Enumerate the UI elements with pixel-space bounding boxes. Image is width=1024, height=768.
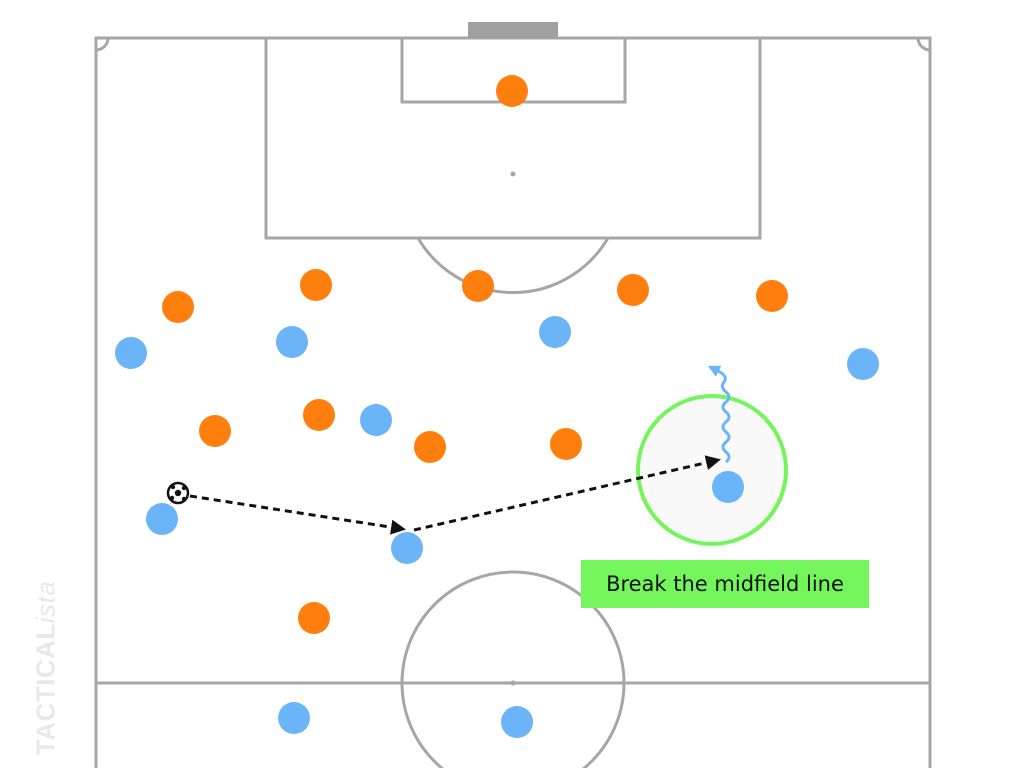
brand-watermark: TACTICALista — [31, 581, 62, 756]
blue-player-receiver — [391, 532, 423, 564]
brand-watermark-bold: TACTICAL — [30, 623, 61, 756]
blue-player — [539, 316, 571, 348]
blue-player-ball-carrier — [146, 503, 178, 535]
goal — [468, 22, 558, 38]
dashed-arrow-icon — [189, 494, 406, 535]
blue-player — [278, 702, 310, 734]
penalty-arc — [416, 237, 610, 294]
team-blue — [115, 316, 879, 738]
team-orange — [162, 75, 788, 634]
orange-player — [162, 291, 194, 323]
penalty-box — [264, 36, 762, 240]
blue-player — [360, 404, 392, 436]
orange-player — [550, 428, 582, 460]
corner-arc-left — [95, 37, 110, 52]
orange-player — [462, 270, 494, 302]
highlight-circle — [636, 394, 788, 546]
annotation-label: Break the midfield line — [606, 572, 844, 596]
corner-arc-right — [916, 37, 931, 52]
brand-watermark-italic: ista — [30, 580, 61, 624]
blue-player-target — [712, 471, 744, 503]
orange-player — [300, 269, 332, 301]
orange-player — [617, 274, 649, 306]
penalty-spot — [510, 171, 516, 177]
center-circle — [400, 570, 626, 768]
pitch-markings — [94, 36, 932, 768]
center-spot — [510, 680, 516, 686]
wavy-arrow-icon — [707, 365, 731, 464]
dashed-arrow-icon — [413, 455, 721, 532]
blue-player — [847, 348, 879, 380]
annotation-box-bg — [581, 560, 869, 608]
blue-player — [115, 337, 147, 369]
orange-player — [414, 431, 446, 463]
blue-player — [276, 326, 308, 358]
orange-goalkeeper — [496, 75, 528, 107]
orange-player — [298, 602, 330, 634]
soccer-ball-icon — [166, 481, 190, 505]
orange-player — [199, 415, 231, 447]
orange-player — [303, 399, 335, 431]
pitch-boundary — [94, 36, 932, 768]
blue-player — [501, 706, 533, 738]
orange-player — [756, 280, 788, 312]
